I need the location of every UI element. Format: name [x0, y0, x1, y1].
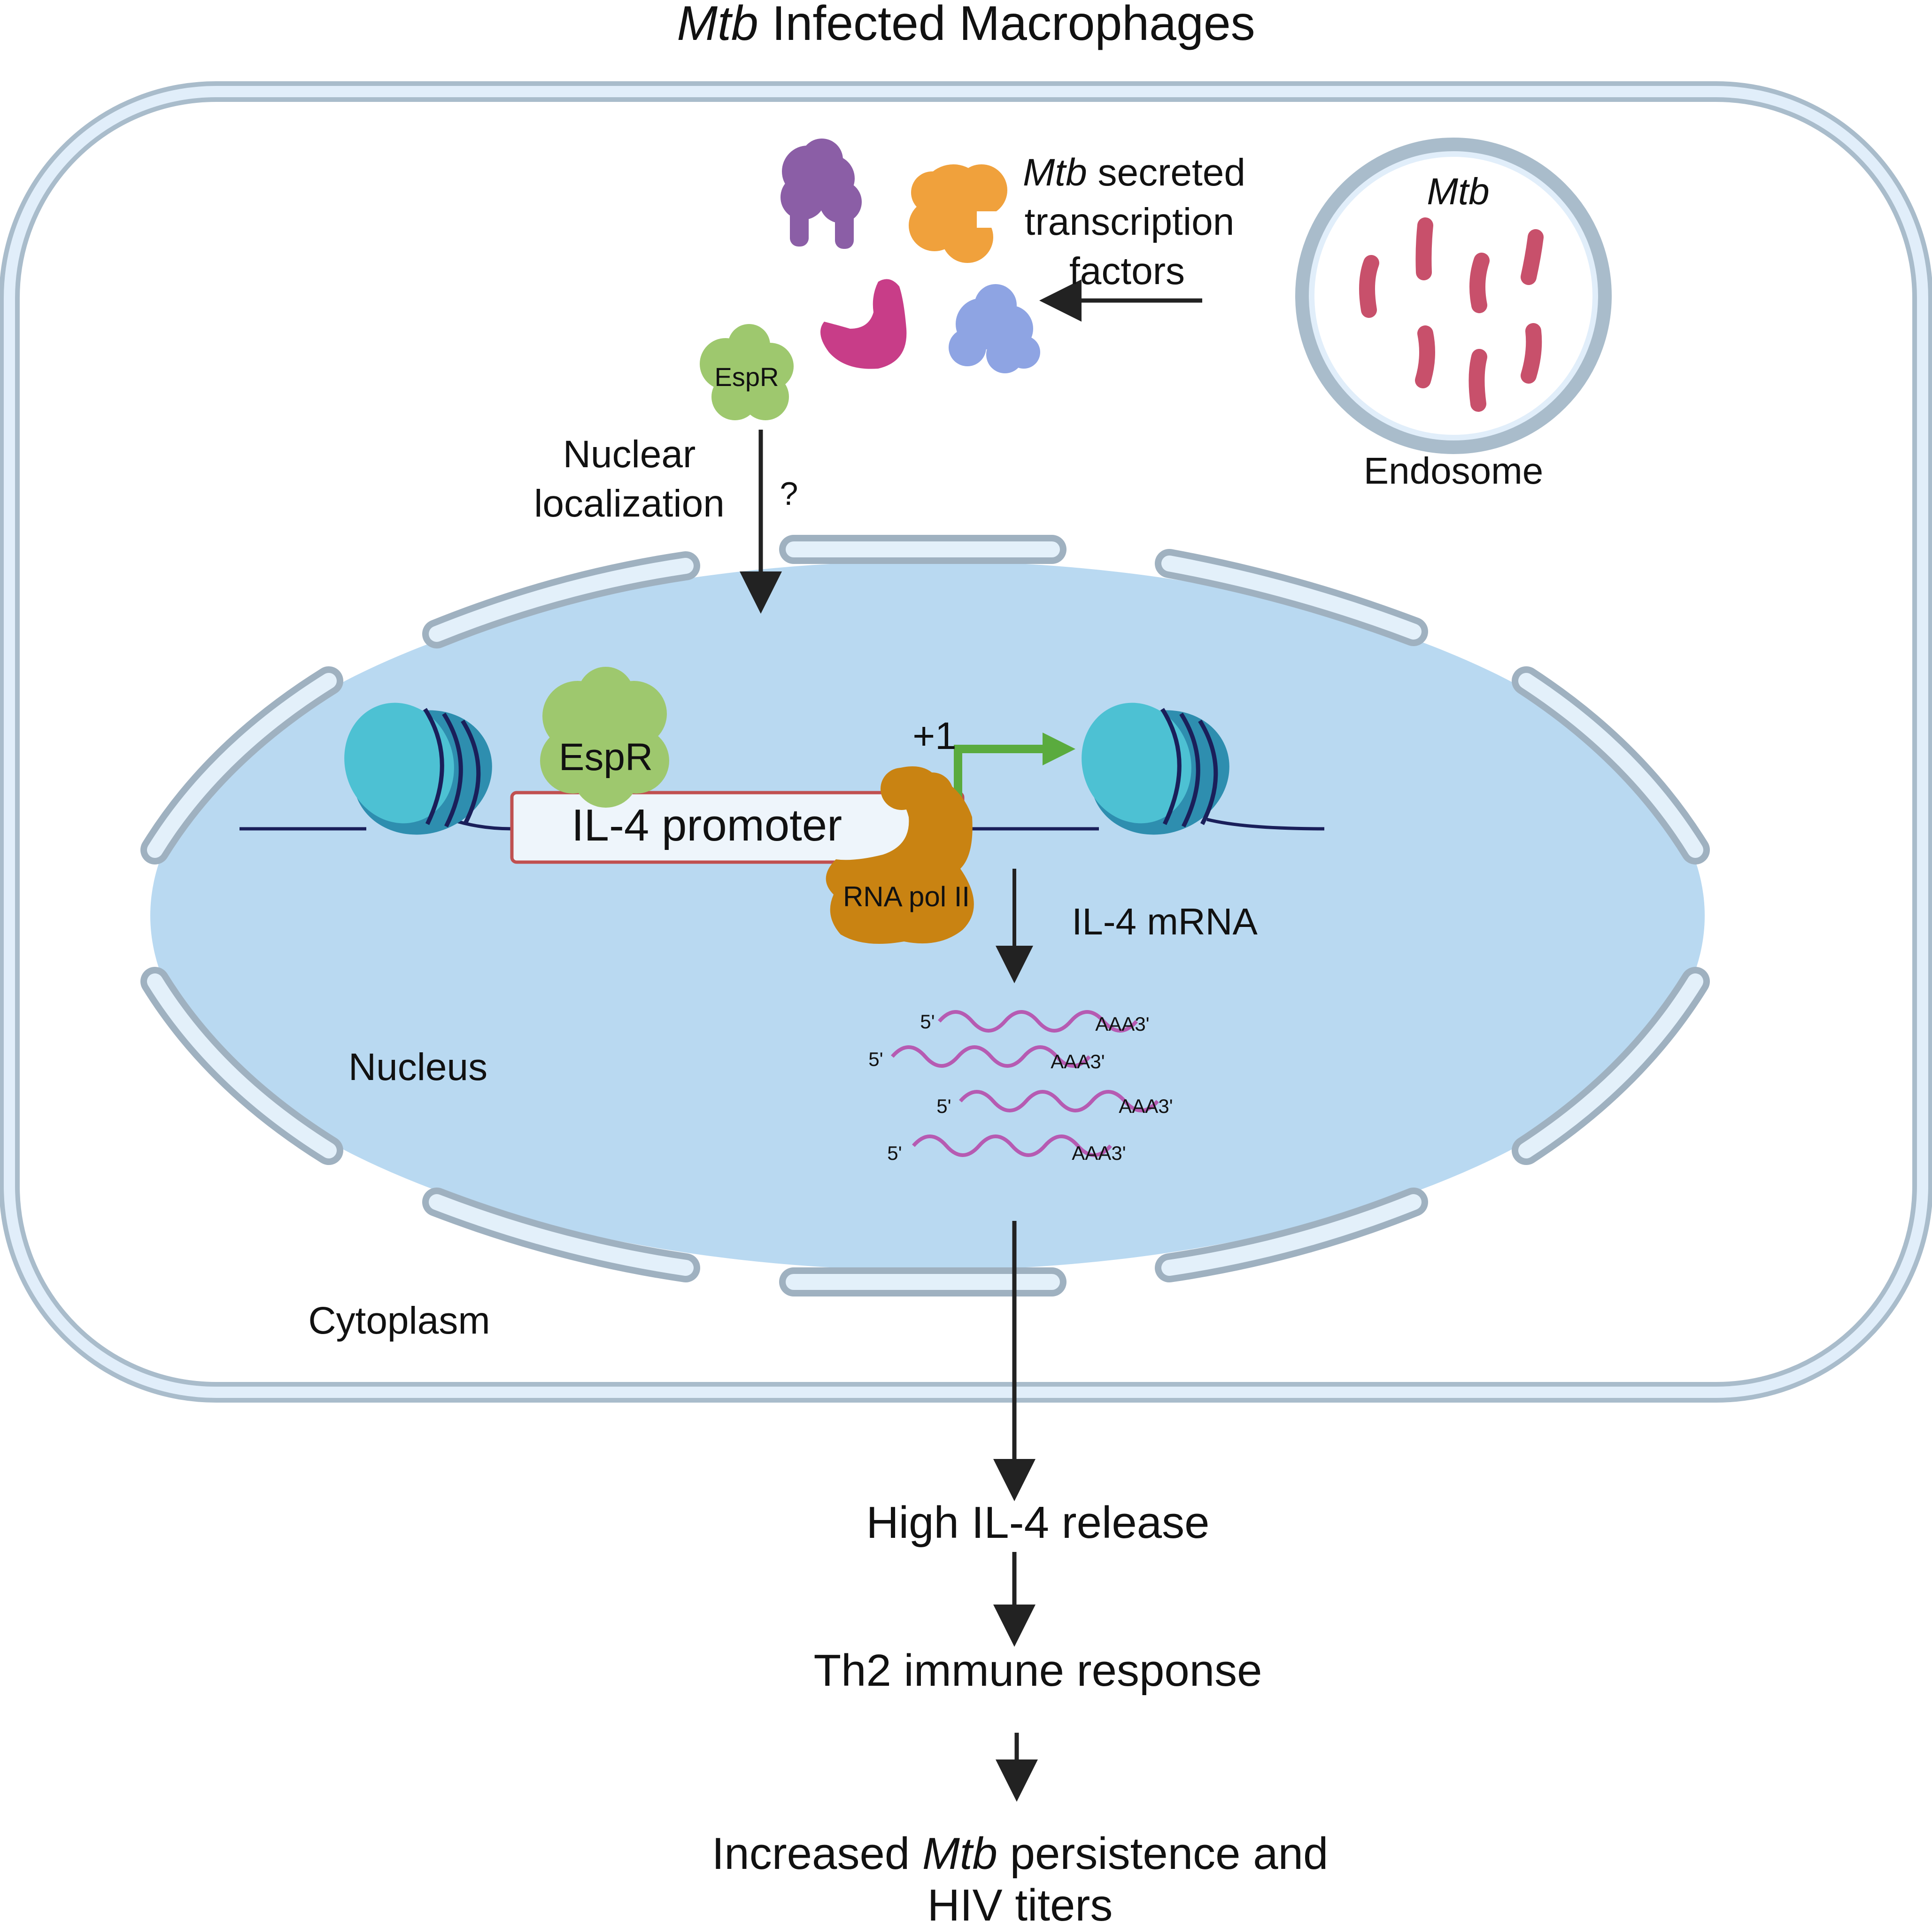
endosome-label: Endosome	[1364, 450, 1543, 492]
svg-text:AAA3': AAA3'	[1095, 1013, 1149, 1035]
secreted-proteins: EspR	[700, 139, 1040, 420]
nucleus	[140, 535, 1710, 1296]
svg-text:transcription: transcription	[1025, 201, 1235, 243]
figure-title: Mtb Infected Macrophages	[677, 0, 1255, 51]
nuclear-localization-line1: Nuclear	[563, 433, 696, 476]
svg-text:5': 5'	[868, 1048, 883, 1070]
svg-text:AAA3': AAA3'	[1051, 1050, 1105, 1073]
nucleosome-left-icon	[344, 702, 492, 835]
mrna-transcript: 5' AAA3'	[936, 1090, 1173, 1117]
mrna-transcripts: 5' AAA3' 5' AAA3' 5' AAA3' 5' AAA3'	[868, 1010, 1173, 1164]
nucleus-label: Nucleus	[348, 1046, 487, 1088]
mrna-transcript: 5' AAA3'	[868, 1045, 1105, 1073]
mtb-bacterium	[1415, 325, 1435, 388]
cell-membrane	[0, 81, 1932, 1403]
secreted-tf-label: Mtb secreted transcription factors	[1023, 151, 1245, 293]
mtb-bacterium	[1521, 229, 1544, 285]
rna-pol-ii-icon	[826, 766, 974, 944]
mtb-bacteria	[1359, 217, 1544, 412]
nuclear-envelope	[140, 535, 1710, 1296]
blue-protein-icon	[949, 284, 1040, 373]
espr-bound-label: EspR	[559, 736, 653, 779]
mtb-bacterium	[1359, 255, 1379, 318]
svg-text:factors: factors	[1069, 250, 1185, 293]
svg-text:AAA3': AAA3'	[1119, 1095, 1173, 1117]
purple-protein-icon	[781, 139, 862, 249]
svg-text:5': 5'	[920, 1011, 935, 1033]
outcome-step1: High IL-4 release	[866, 1497, 1209, 1548]
nuclear-localization: Nuclear localization ?	[534, 430, 798, 614]
svg-text:Mtb secreted: Mtb secreted	[1023, 151, 1245, 194]
nuclear-localization-question: ?	[780, 475, 798, 512]
cytoplasm-label: Cytoplasm	[308, 1299, 490, 1342]
mrna-transcript: 5' AAA3'	[887, 1134, 1126, 1164]
magenta-protein-icon	[820, 279, 907, 369]
outcome-step3-line2: HIV titers	[927, 1880, 1113, 1929]
orange-protein-icon	[909, 164, 1014, 263]
nucleosome-right-icon	[1082, 702, 1229, 835]
mtb-bacterium	[1468, 349, 1487, 412]
espr-small-label: EspR	[715, 362, 779, 392]
mtb-bacterium	[1469, 253, 1490, 313]
espr-small-protein-icon	[700, 324, 794, 420]
endosome: Mtb Endosome	[1295, 138, 1612, 492]
mtb-bacterium	[1521, 323, 1542, 384]
tss-label: +1	[912, 715, 957, 757]
espr-bound-protein-icon	[540, 667, 669, 808]
svg-text:5': 5'	[887, 1142, 902, 1164]
mrna-transcript: 5' AAA3'	[920, 1010, 1150, 1035]
endosome-mtb-label: Mtb	[1427, 170, 1489, 212]
il4-promoter-label: IL-4 promoter	[572, 800, 842, 850]
mtb-bacterium	[1415, 217, 1433, 280]
outcome-step2: Th2 immune response	[813, 1645, 1262, 1696]
rna-pol-ii-label: RNA pol II	[843, 881, 970, 912]
outcome-cascade: High IL-4 release Th2 immune response In…	[712, 1221, 1329, 1929]
nuclear-localization-line2: localization	[534, 482, 725, 525]
outcome-step3-line1: Increased Mtb persistence and	[712, 1829, 1329, 1879]
il4-promoter: IL-4 promoter	[510, 791, 965, 864]
svg-text:AAA3': AAA3'	[1072, 1142, 1126, 1164]
il4-mrna-label: IL-4 mRNA	[1072, 901, 1258, 942]
svg-text:5': 5'	[936, 1095, 951, 1117]
